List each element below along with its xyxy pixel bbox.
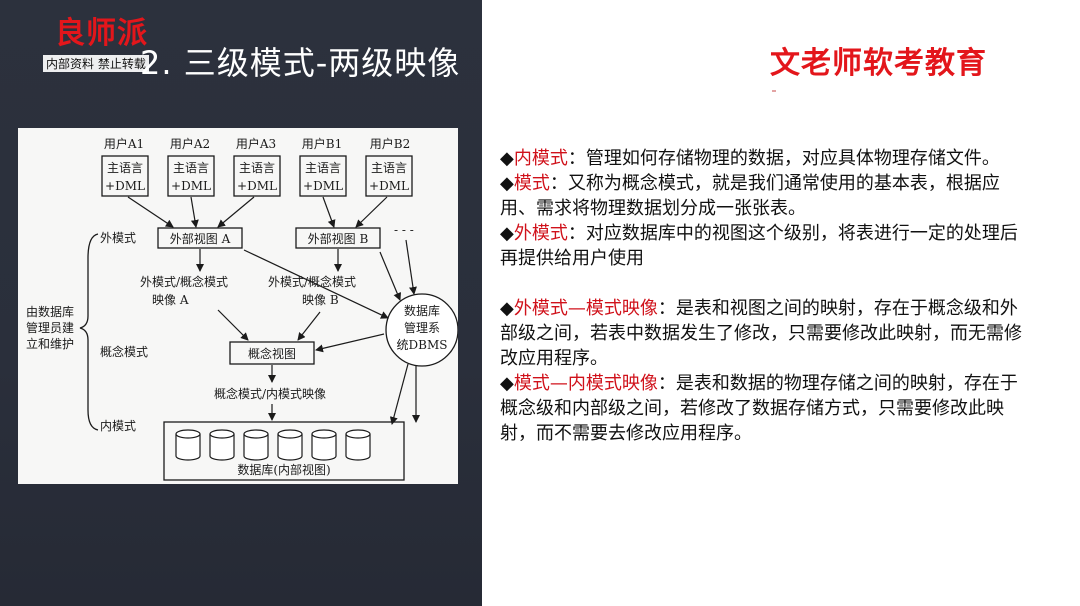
svg-text:主语言: 主语言 [239, 161, 275, 175]
svg-text:+DML: +DML [369, 179, 409, 193]
brand-logo: 良师派 [55, 16, 148, 51]
separator: ： [567, 148, 586, 169]
database-container [163, 421, 405, 481]
definition-text: 是表和视图之间的映射，存在于概念级和外部级之间，若表中数据发生了修改，只需要修改… [500, 298, 1022, 369]
diamond-bullet-icon: ◆ [500, 373, 514, 394]
host-lang-box-a1: 主语言 +DML [101, 155, 149, 197]
svg-text:+DML: +DML [105, 179, 145, 193]
definition-text: 对应数据库中的视图这个级别，将表进行一定的处理后再提供给用户使用 [500, 223, 1018, 269]
term-external-schema: 外模式 [513, 223, 568, 244]
mapping-a-line2: 映像 A [152, 293, 189, 307]
term-external-mapping: 外模式—模式映像 [513, 298, 658, 319]
svg-text:主语言: 主语言 [173, 161, 209, 175]
right-header-title: 文老师软考教育 [770, 46, 987, 81]
diamond-bullet-icon: ◆ [500, 298, 514, 319]
term-internal-mapping: 模式—内模式映像 [513, 373, 658, 394]
svg-text:统DBMS: 统DBMS [397, 338, 448, 352]
svg-text:+DML: +DML [237, 179, 277, 193]
label-conceptual-schema: 概念模式 [100, 344, 148, 359]
conceptual-view-box: 概念视图 [229, 341, 315, 365]
svg-text:主语言: 主语言 [305, 161, 341, 175]
host-lang-box-a3: 主语言 +DML [233, 155, 281, 197]
label-internal-schema: 内模式 [100, 419, 136, 433]
label-external-schema: 外模式 [100, 231, 136, 245]
definition-text: 管理如何存储物理的数据，对应具体物理存储文件。 [585, 148, 1000, 169]
svg-text:主语言: 主语言 [107, 161, 143, 175]
diamond-bullet-icon: ◆ [500, 173, 514, 194]
user-label-a1: 用户A1 [104, 136, 144, 151]
user-label-a2: 用户A2 [170, 136, 210, 151]
mapping-b-line2: 映像 B [302, 293, 339, 307]
user-label-b2: 用户B2 [370, 136, 410, 151]
conceptual-internal-mapping-label: 概念模式/内模式映像 [214, 386, 326, 401]
definition-internal-schema: ◆内模式：管理如何存储物理的数据，对应具体物理存储文件。 [500, 146, 1035, 171]
user-label-a3: 用户A3 [236, 136, 276, 151]
host-lang-box-a2: 主语言 +DML [167, 155, 215, 197]
database-cylinder-icon [243, 429, 269, 461]
content-text: ◆内模式：管理如何存储物理的数据，对应具体物理存储文件。 ◆模式：又称为概念模式… [500, 146, 1035, 446]
definition-text: 又称为概念模式，就是我们通常使用的基本表，根据应用、需求将物理数据划分成一张张表… [500, 173, 1000, 219]
slide-title: 2. 三级模式-两级映像 [140, 44, 461, 82]
header-accent-mark [772, 90, 776, 92]
dashes-mark: - - - [394, 223, 414, 237]
svg-text:主语言: 主语言 [371, 161, 407, 175]
definition-schema: ◆模式：又称为概念模式，就是我们通常使用的基本表，根据应用、需求将物理数据划分成… [500, 171, 1035, 221]
left-brace [79, 233, 99, 431]
dbms-arrows [243, 239, 420, 425]
definition-external-schema: ◆外模式：对应数据库中的视图这个级别，将表进行一定的处理后再提供给用户使用 [500, 221, 1035, 271]
mapping-arrows [196, 249, 342, 341]
term-schema: 模式 [513, 173, 550, 194]
diagram-svg: 用户A1 用户A2 用户A3 用户B1 用户B2 主语言 +DML 主语言 +D… [26, 136, 458, 481]
svg-text:+DML: +DML [303, 179, 343, 193]
diamond-bullet-icon: ◆ [500, 148, 514, 169]
diamond-bullet-icon: ◆ [500, 223, 514, 244]
svg-text:外部视图 A: 外部视图 A [170, 231, 231, 246]
separator: ： [657, 373, 676, 394]
paragraph-gap [500, 271, 1035, 296]
dba-label-line1: 由数据库 [26, 304, 74, 319]
definition-text: 是表和数据的物理存储之间的映射，存在于概念级和内部级之间，若修改了数据存储方式，… [500, 373, 1018, 444]
watermark-text: 内部资料 禁止转载 [43, 55, 149, 72]
host-lang-box-b1: 主语言 +DML [299, 155, 347, 197]
host-lang-box-b2: 主语言 +DML [365, 155, 413, 197]
database-cylinders [175, 429, 371, 461]
user-arrows [127, 196, 388, 228]
architecture-diagram: 用户A1 用户A2 用户A3 用户B1 用户B2 主语言 +DML 主语言 +D… [18, 128, 458, 484]
svg-text:外部视图 B: 外部视图 B [308, 231, 369, 246]
dba-label-line2: 管理员建 [26, 320, 74, 335]
mapping-a-line1: 外模式/概念模式 [140, 274, 228, 289]
dbms-circle: 数据库 管理系 统DBMS [385, 293, 458, 367]
svg-text:管理系: 管理系 [404, 320, 440, 335]
svg-text:概念视图: 概念视图 [248, 346, 296, 361]
definition-external-mapping: ◆外模式—模式映像：是表和视图之间的映射，存在于概念级和外部级之间，若表中数据发… [500, 296, 1035, 371]
dba-label-line3: 立和维护 [26, 336, 74, 351]
database-cylinder-icon [175, 429, 201, 461]
svg-text:数据库: 数据库 [404, 303, 440, 318]
svg-text:+DML: +DML [171, 179, 211, 193]
user-label-b1: 用户B1 [302, 136, 342, 151]
separator: ： [657, 298, 676, 319]
database-caption: 数据库(内部视图) [237, 462, 330, 477]
external-view-a-box: 外部视图 A [157, 227, 243, 249]
term-internal-schema: 内模式 [513, 148, 568, 169]
database-cylinder-icon [311, 429, 337, 461]
database-cylinder-icon [277, 429, 303, 461]
definition-internal-mapping: ◆模式—内模式映像：是表和数据的物理存储之间的映射，存在于概念级和内部级之间，若… [500, 371, 1035, 446]
separator: ： [549, 173, 568, 194]
separator: ： [567, 223, 586, 244]
database-cylinder-icon [345, 429, 371, 461]
database-cylinder-icon [209, 429, 235, 461]
external-view-b-box: 外部视图 B [295, 227, 381, 249]
